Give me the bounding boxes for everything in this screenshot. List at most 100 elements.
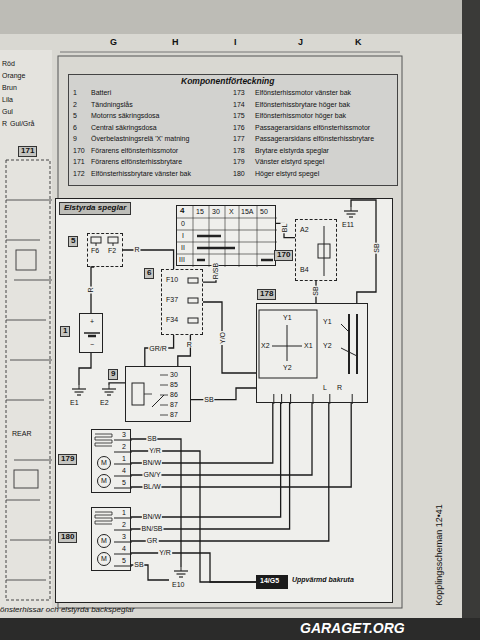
motor-symbol	[98, 535, 111, 548]
switch-pin	[352, 394, 353, 404]
switch-pin	[313, 394, 314, 404]
component-name: Överbelastningsrelä 'X' matning	[91, 135, 189, 143]
switch-line	[324, 226, 325, 276]
motor-label: M	[101, 537, 107, 545]
wire	[109, 383, 125, 385]
wire	[131, 403, 273, 463]
component-symbol	[257, 304, 369, 404]
component-number: 2	[73, 101, 77, 109]
fuse-symbol	[188, 298, 198, 303]
motor-label: M	[101, 555, 107, 563]
relay-pin	[160, 385, 168, 386]
pin-label: 1	[122, 455, 126, 463]
ground-symbol	[177, 573, 186, 574]
ground-point: E11	[339, 207, 363, 233]
pin-label: 4	[122, 467, 126, 475]
heating-element	[95, 434, 112, 446]
wire-color-label: Y/R	[148, 447, 162, 454]
facing-page-frame	[6, 160, 50, 600]
component-number: 170	[73, 147, 85, 155]
ground-label: E2	[100, 399, 109, 407]
ground-symbol	[102, 388, 116, 389]
grid-letter: K	[355, 38, 362, 48]
ground-symbol	[79, 385, 80, 389]
callout-number: 1	[60, 326, 70, 337]
battery-plate	[88, 335, 96, 338]
axis-label: X2	[261, 342, 270, 350]
component-symbol	[67, 385, 91, 411]
wire	[276, 223, 295, 237]
contact-blade	[341, 348, 357, 356]
motor-label: M	[101, 477, 107, 485]
component-number: 1	[73, 89, 77, 97]
component-list-panel: Komponentförteckning1Batteri2Tändningslå…	[68, 74, 398, 186]
pin-label: 85	[170, 381, 178, 389]
contact-label: R	[337, 384, 342, 392]
motor-symbol	[98, 457, 111, 470]
ground-symbol	[347, 213, 356, 214]
relay-pin	[160, 405, 168, 406]
panel-heading: Elstyrda speglar	[59, 202, 131, 215]
facing-page	[0, 50, 52, 610]
motor-symbol	[98, 475, 111, 488]
component-symbol	[169, 567, 193, 593]
mirror-pin	[114, 566, 132, 567]
color-code: Brun	[2, 84, 17, 92]
facing-page-symbol	[14, 470, 38, 488]
ground-symbol	[179, 576, 183, 577]
relay-pin	[160, 415, 168, 416]
mirror-pin	[114, 464, 132, 465]
diagram-panel: Elstyrda speglar5F6F21+−41530X15A500IIII…	[55, 198, 393, 603]
pin-label: 5	[122, 479, 126, 487]
component-name: Elfönsterhissmotor höger bak	[255, 112, 346, 120]
ground-symbol	[77, 394, 81, 395]
table-surface	[0, 618, 480, 640]
mirror-pin	[114, 476, 132, 477]
color-code: Gul	[2, 108, 13, 116]
ground-point: E10	[169, 567, 193, 593]
color-code: Orange	[2, 72, 25, 80]
switch-bar	[197, 259, 205, 262]
component-number: 173	[233, 89, 245, 97]
component-name: Elfönsterhissbrytare vänster bak	[91, 170, 191, 178]
mirror-pin	[114, 488, 132, 489]
list-heading: Komponentförteckning	[181, 77, 275, 86]
switch-body	[318, 244, 330, 258]
ground-label: E11	[342, 221, 354, 229]
wire-color-label: GR/R	[148, 345, 168, 352]
position-label: 0	[181, 220, 185, 228]
wire	[203, 302, 256, 373]
switch-pin	[273, 394, 274, 404]
component-symbol	[92, 508, 132, 572]
symbol-stroke	[96, 243, 97, 246]
callout-number: 178	[257, 289, 276, 300]
callout-number: 5	[68, 236, 78, 247]
position-label: I	[182, 232, 184, 240]
motor-symbol	[98, 553, 111, 566]
switch-bar	[197, 247, 235, 250]
wire	[131, 403, 329, 541]
terminal-label: X	[229, 208, 234, 216]
table-rule	[225, 206, 226, 267]
battery-plate	[84, 332, 100, 334]
ignition-switch-table: 41530X15A500IIIIII	[176, 205, 276, 266]
table-rule	[177, 242, 277, 243]
wire	[79, 353, 91, 385]
wire-color-label: SB	[312, 285, 319, 296]
component-name: Central säkringsdosa	[91, 124, 157, 132]
wire-color-label: BN/W	[142, 459, 162, 466]
terminal-label: 15A	[241, 208, 253, 216]
wire	[131, 403, 281, 517]
callout-number: 170	[274, 250, 293, 261]
component-name: Vänster elstyrd spegel	[255, 158, 324, 166]
wire	[131, 451, 256, 582]
contact-blade	[341, 324, 349, 332]
callout-number: 180	[58, 532, 77, 543]
table-rule	[177, 218, 277, 219]
contact-label: Y1	[323, 318, 332, 326]
symbol-stroke	[113, 243, 114, 246]
left-mirror: 179MM32145	[91, 429, 131, 493]
ground-symbol	[107, 394, 111, 395]
component-name: Höger elstyrd spegel	[255, 170, 319, 178]
wire-color-label: SB	[203, 395, 214, 402]
